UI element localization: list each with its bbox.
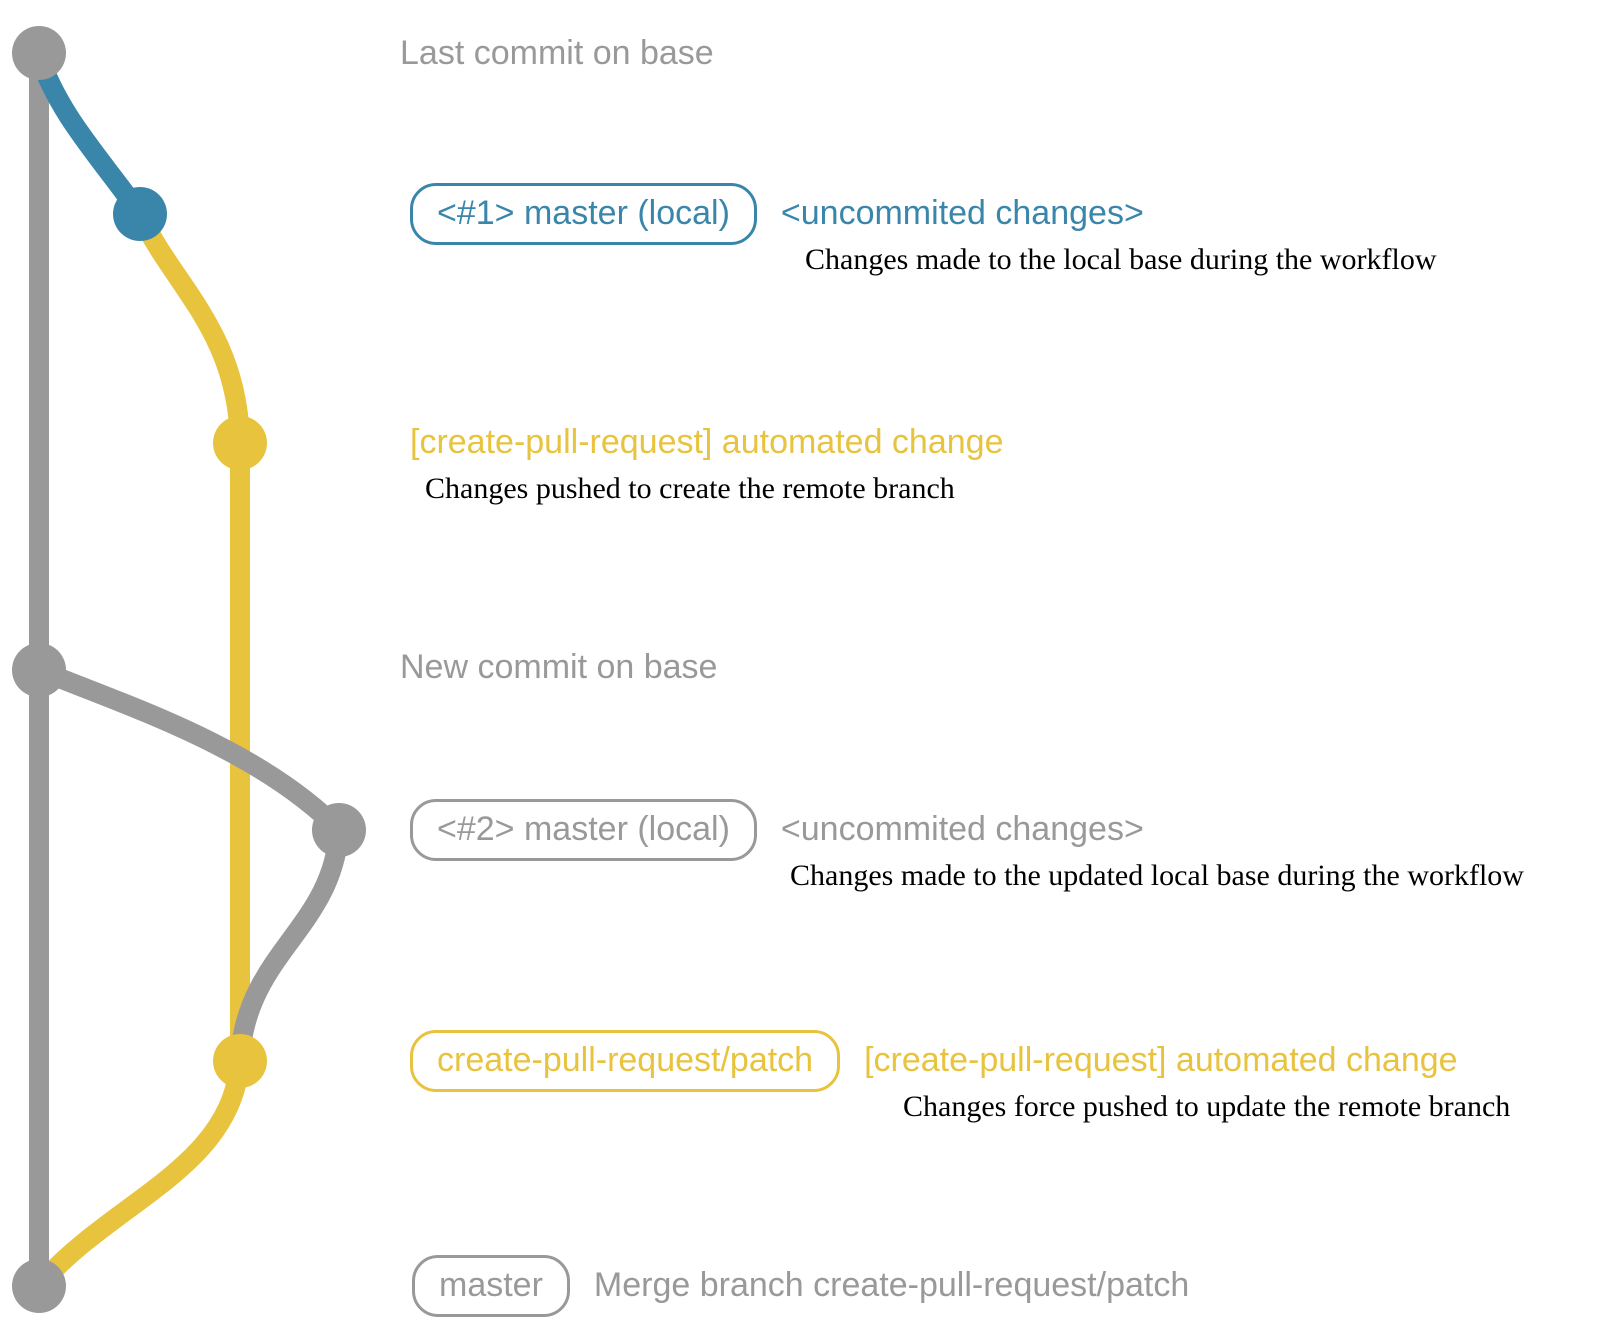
row-automated-change-1: [create-pull-request] automated change	[410, 411, 1003, 475]
branch-badge-master: master	[412, 1254, 570, 1318]
row-master-merge: master Merge branch create-pull-request/…	[412, 1254, 1189, 1318]
row-create-pull-request-patch: create-pull-request/patch [create-pull-r…	[410, 1029, 1458, 1093]
row-master-local-2: <#2> master (local) <uncommited changes>	[410, 798, 1144, 862]
edge-force-push-update	[230, 829, 349, 1057]
commit-node-master-local-1	[113, 187, 167, 241]
caption-push-remote-branch: Changes pushed to create the remote bran…	[425, 472, 955, 505]
commit-node-last-commit-on-base	[12, 26, 66, 80]
branch-badge-master-local-2: <#2> master (local)	[410, 798, 757, 862]
commit-node-master-local-2	[312, 803, 366, 857]
edge-local-change-2	[35, 660, 347, 838]
label-text: Last commit on base	[400, 34, 714, 73]
branch-badge-create-pull-request-patch: create-pull-request/patch	[410, 1029, 841, 1093]
note-automated-change-2: [create-pull-request] automated change	[864, 1041, 1458, 1080]
label-new-commit-on-base: New commit on base	[400, 636, 717, 700]
commit-node-automated-change-1	[213, 416, 267, 470]
branch-badge-master-local-1: <#1> master (local)	[410, 182, 757, 246]
note-uncommited-changes-1: <uncommited changes>	[780, 194, 1144, 233]
caption-local-changes-1: Changes made to the local base during th…	[805, 243, 1437, 276]
label-text: New commit on base	[400, 648, 718, 687]
commit-node-new-commit-on-base	[12, 643, 66, 697]
row-master-local-1: <#1> master (local) <uncommited changes>	[410, 182, 1144, 246]
commit-nodes	[12, 26, 366, 1313]
caption-local-changes-2: Changes made to the updated local base d…	[790, 859, 1524, 892]
note-automated-change-1: [create-pull-request] automated change	[410, 423, 1004, 462]
commit-node-merge-commit	[12, 1259, 66, 1313]
commit-node-automated-change-2	[213, 1034, 267, 1088]
edge-local-change-1	[29, 51, 149, 220]
edge-merge-into-master	[34, 1059, 250, 1289]
note-uncommited-changes-2: <uncommited changes>	[780, 810, 1144, 849]
caption-force-push-update: Changes force pushed to update the remot…	[903, 1090, 1511, 1123]
note-merge-branch: Merge branch create-pull-request/patch	[593, 1266, 1190, 1305]
edge-remote-branch-create	[130, 209, 250, 444]
label-last-commit-on-base: Last commit on base	[400, 22, 714, 86]
